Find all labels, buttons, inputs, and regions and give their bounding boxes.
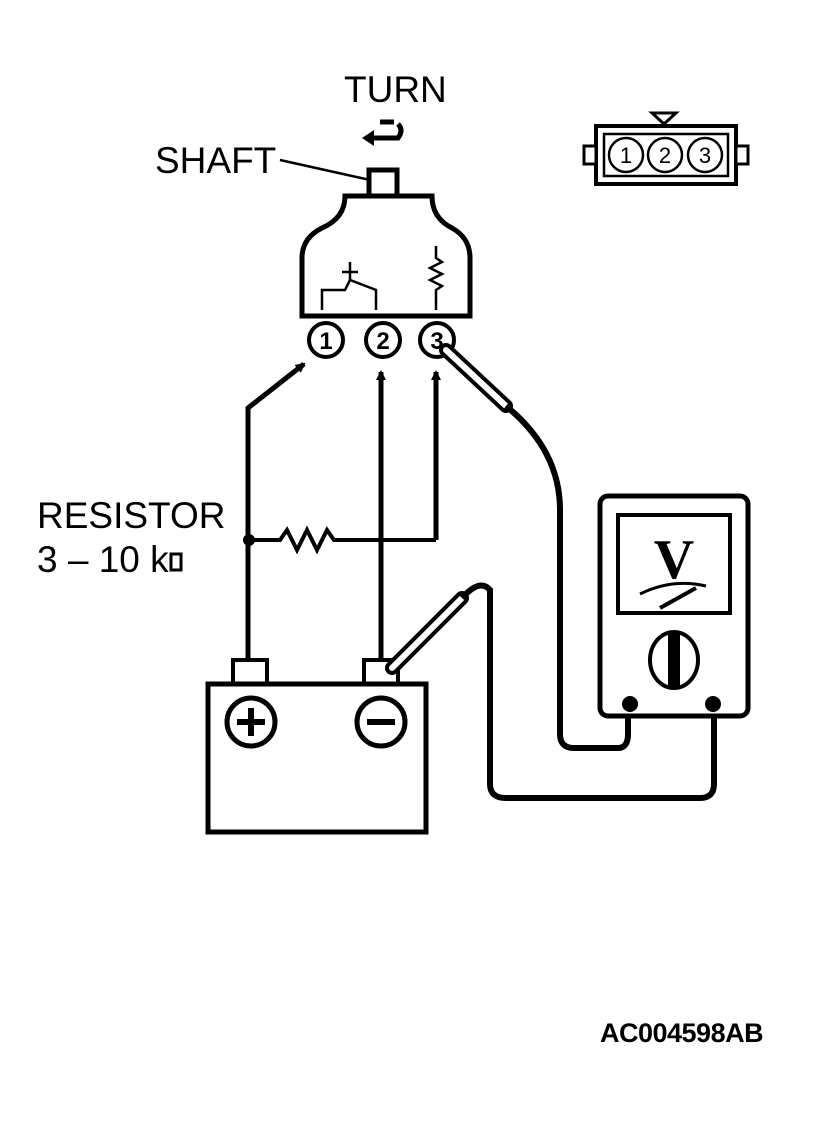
turn-arrow-icon [362,119,404,146]
meter-jack-v [705,696,721,712]
terminal-2-label: 2 [376,328,389,355]
meter-jack-com [622,696,638,712]
connector-pin-3: 3 [699,143,711,168]
voltmeter: V [597,493,751,719]
shaft-label: SHAFT [155,140,276,181]
terminal-1: 1 [307,321,345,359]
terminal-2: 2 [364,321,402,359]
battery [205,658,429,835]
meter-display [616,513,732,615]
shaft-leader-line [279,158,371,182]
resistor-symbol [243,525,436,555]
meter-face-symbol: V [654,529,694,591]
meter-scale-arc [639,581,707,596]
ohm-symbol-icon [169,552,183,572]
plus-sign-icon [224,695,278,749]
wire-battery-plus-to-terminal-1 [245,362,306,668]
terminal-1-label: 1 [319,328,332,355]
meter-needle [659,586,697,610]
battery-positive-post [231,658,269,686]
probe-battery-negative [385,582,717,801]
resistor-value-label: 3 – 10 k [37,539,169,580]
range-selector-knob-icon [648,630,700,690]
connector-pin-2: 2 [659,143,671,168]
figure-code: AC004598AB [600,1018,763,1048]
probe-terminal-3 [439,343,631,751]
shaft [366,167,400,199]
sensor-body [299,167,473,319]
connector-pin-1: 1 [620,143,632,168]
turn-label: TURN [344,69,447,110]
minus-sign-icon [354,695,408,749]
connector-icon: 1 2 3 [582,111,750,186]
resistor-label: RESISTOR [37,495,225,536]
